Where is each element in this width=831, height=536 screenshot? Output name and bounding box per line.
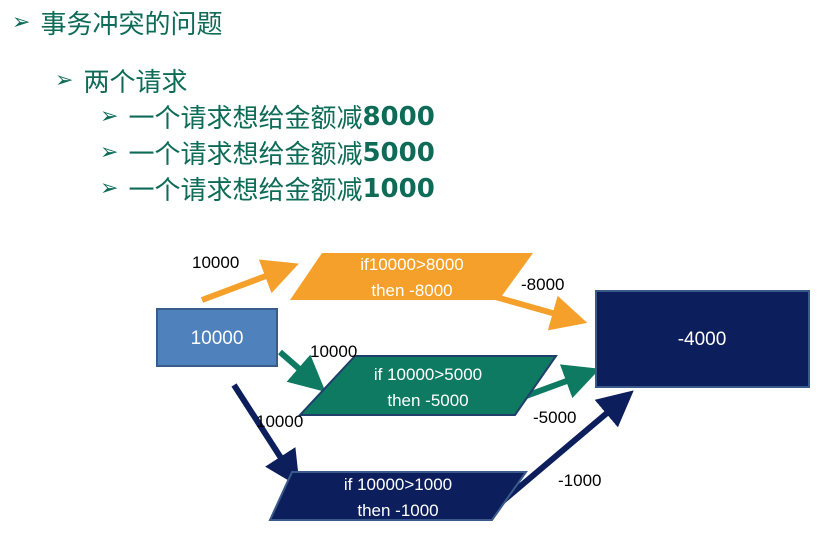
process-bottom <box>268 471 528 521</box>
source-box-label: 10000 <box>191 328 244 349</box>
bullet-arrow-icon: ➢ <box>100 140 119 165</box>
process-mid-line1: if 10000>5000 <box>374 365 482 384</box>
process-mid <box>297 355 558 416</box>
title-row: ➢ 事务冲突的问题 <box>12 4 222 41</box>
target-box <box>595 290 810 388</box>
item-text: 一个请求想给金额减 <box>128 140 363 170</box>
process-mid-line2: then -5000 <box>387 391 468 410</box>
subtitle-row: ➢ 两个请求 <box>55 62 187 99</box>
item-amount: 1000 <box>362 173 435 204</box>
edge-label-in-bottom: 10000 <box>256 412 303 431</box>
item-text: 一个请求想给金额减 <box>128 176 363 206</box>
arrow-top-to-target <box>491 293 588 331</box>
edge-label-out-top: -8000 <box>521 275 564 294</box>
item-amount: 5000 <box>362 137 435 168</box>
process-bottom-line2: then -1000 <box>357 501 438 520</box>
arrow-source-to-mid <box>278 349 326 392</box>
bullet-arrow-icon: ➢ <box>55 68 74 93</box>
arrow-source-to-top <box>200 259 299 303</box>
arrow-source-to-bottom <box>231 383 300 488</box>
process-top <box>290 253 533 300</box>
item-amount: 8000 <box>362 101 435 132</box>
process-bottom-line1: if 10000>1000 <box>344 475 452 494</box>
edge-label-out-bottom: -1000 <box>558 471 601 490</box>
edge-label-in-mid: 10000 <box>310 342 357 361</box>
process-top-line1: if10000>8000 <box>360 255 464 274</box>
arrow-bottom-to-target <box>495 390 634 509</box>
process-top-line2: then -8000 <box>371 281 452 300</box>
target-box-label: -4000 <box>678 329 727 350</box>
slide-title: 事务冲突的问题 <box>40 10 223 40</box>
source-box <box>156 308 278 367</box>
bullet-arrow-icon: ➢ <box>100 176 119 201</box>
subtitle: 两个请求 <box>83 68 188 98</box>
edge-label-out-mid: -5000 <box>533 408 576 427</box>
edge-label-in-top: 10000 <box>192 253 239 272</box>
bullet-arrow-icon: ➢ <box>12 10 31 35</box>
bullet-arrow-icon: ➢ <box>100 104 119 129</box>
item-text: 一个请求想给金额减 <box>128 104 363 134</box>
